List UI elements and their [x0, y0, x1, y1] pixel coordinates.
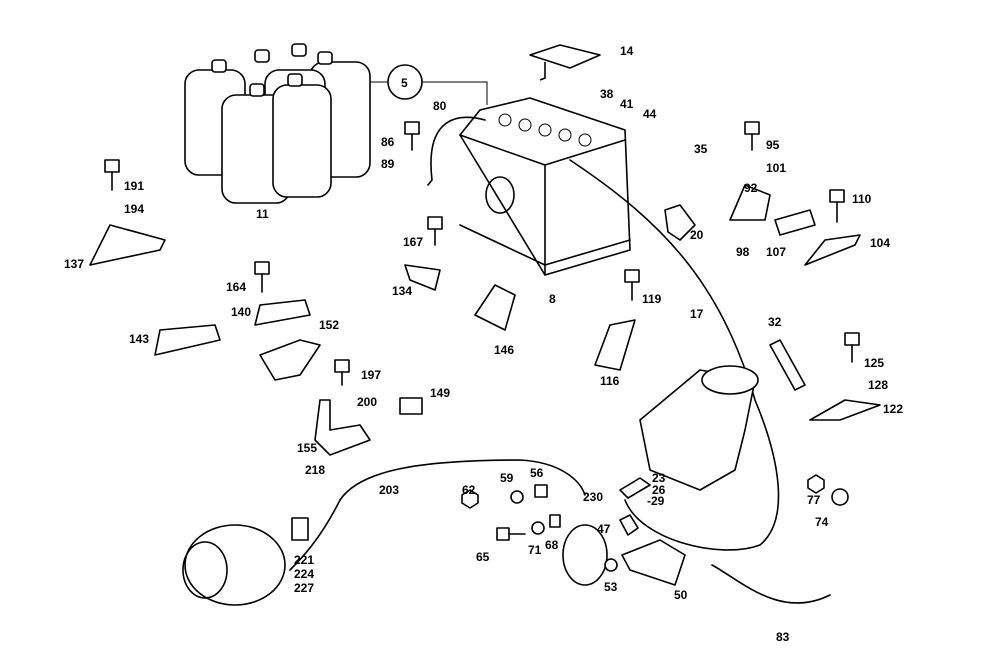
label-71: 71 — [528, 543, 542, 557]
label-86: 86 — [381, 135, 395, 149]
label-41: 41 — [620, 97, 634, 111]
label-140: 140 — [231, 305, 251, 319]
label-137: 137 — [64, 257, 84, 271]
label-149: 149 — [430, 386, 450, 400]
label-134: 134 — [392, 284, 412, 298]
label-68: 68 — [545, 538, 559, 552]
battery-acid-containers — [184, 43, 371, 204]
label-101: 101 — [766, 161, 786, 175]
label-95: 95 — [766, 138, 780, 152]
label-203: 203 — [379, 483, 399, 497]
label-218: 218 — [305, 463, 325, 477]
label-5: 5 — [401, 76, 408, 90]
label-59: 59 — [500, 471, 514, 485]
label-104: 104 — [870, 236, 890, 250]
label-224: 224 — [294, 567, 314, 581]
label-152: 152 — [319, 318, 339, 332]
label-191: 191 — [124, 179, 144, 193]
label-77: 77 — [807, 493, 821, 507]
label-17: 17 — [690, 307, 704, 321]
label-44: 44 — [643, 107, 657, 121]
label-8: 8 — [549, 292, 556, 306]
alternator — [182, 524, 286, 606]
positive-cable — [569, 159, 780, 551]
starter-motor — [639, 365, 759, 491]
label-200: 200 — [357, 395, 377, 409]
label-38: 38 — [600, 87, 614, 101]
label-107: 107 — [766, 245, 786, 259]
label-11: 11 — [256, 207, 269, 221]
label-227: 227 — [294, 581, 314, 595]
label-29: -29 — [647, 494, 665, 508]
label-20: 20 — [690, 228, 704, 242]
label-197: 197 — [361, 368, 381, 382]
label-98: 98 — [736, 245, 750, 259]
label-155: 155 — [297, 441, 317, 455]
label-116: 116 — [600, 374, 620, 388]
label-35: 35 — [694, 142, 708, 156]
label-14: 14 — [620, 44, 634, 58]
label-221: 221 — [294, 553, 314, 567]
label-26: 26 — [652, 483, 666, 497]
label-89: 89 — [381, 157, 395, 171]
label-62: 62 — [462, 483, 476, 497]
label-164: 164 — [226, 280, 246, 294]
label-50: 50 — [674, 588, 688, 602]
label-143: 143 — [129, 332, 149, 346]
terminal-cover — [529, 44, 601, 81]
label-53: 53 — [604, 580, 618, 594]
label-47: 47 — [597, 522, 611, 536]
label-119: 119 — [642, 292, 662, 306]
label-23: 23 — [652, 471, 666, 485]
label-92: 92 — [744, 181, 758, 195]
label-230: 230 — [583, 490, 603, 504]
label-56: 56 — [530, 466, 544, 480]
label-65: 65 — [476, 550, 490, 564]
label-122: 122 — [883, 402, 903, 416]
small-parts — [89, 121, 881, 586]
label-110: 110 — [852, 192, 872, 206]
label-74: 74 — [815, 515, 829, 529]
label-194: 194 — [124, 202, 144, 216]
ground-cable — [427, 116, 486, 186]
label-83: 83 — [776, 630, 790, 644]
ground-strap — [711, 564, 831, 604]
label-167: 167 — [403, 235, 423, 249]
label-32: 32 — [768, 315, 782, 329]
part-number-labels: 14 5 80 38 41 44 86 89 35 95 101 191 194… — [64, 44, 903, 644]
label-146: 146 — [494, 343, 514, 357]
wiring-harness — [339, 459, 586, 501]
battery — [459, 97, 631, 276]
label-125: 125 — [864, 356, 884, 370]
label-80: 80 — [433, 99, 447, 113]
label-128: 128 — [868, 378, 888, 392]
